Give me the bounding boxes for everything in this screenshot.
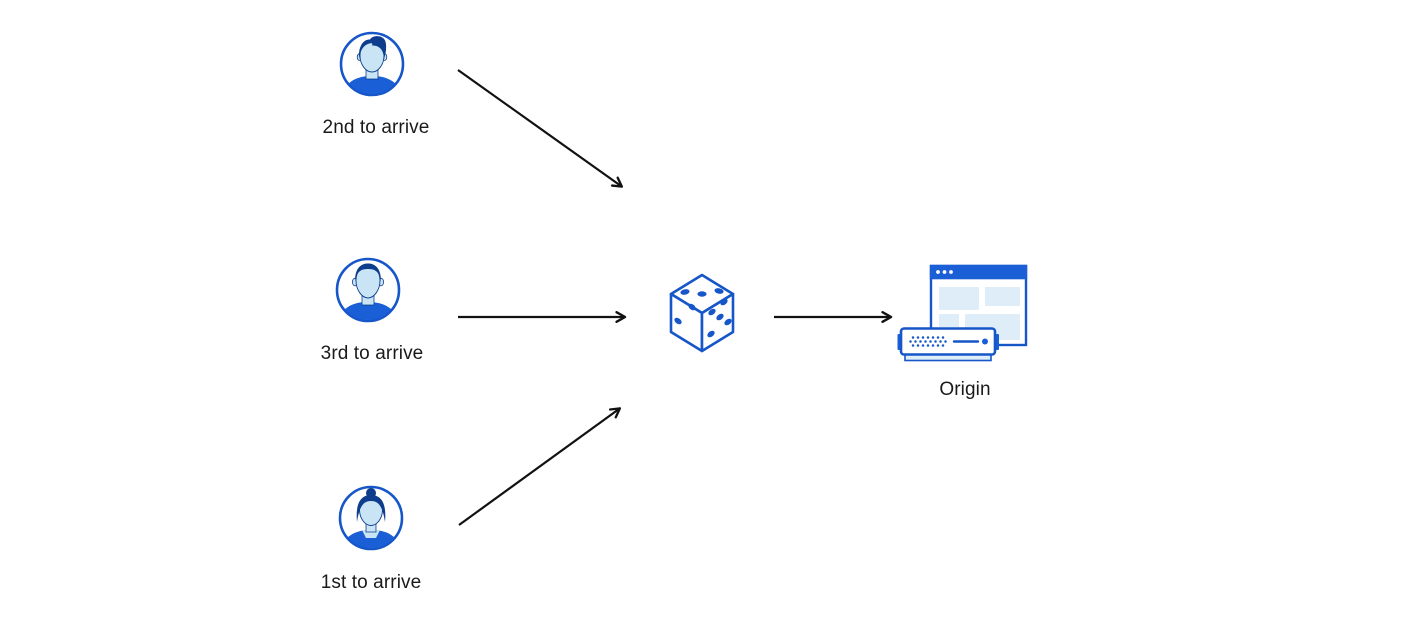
client-label-2nd: 2nd to arrive (322, 117, 430, 138)
avatar (335, 257, 401, 323)
avatar (338, 485, 404, 551)
arrow-client1-to-dice (458, 407, 622, 526)
origin-label: Origin (939, 379, 991, 400)
avatar (339, 31, 405, 97)
man-swooped-hair-avatar-icon (339, 31, 405, 97)
origin-icon-box (897, 264, 1029, 369)
arrow-client2-to-dice (457, 69, 624, 188)
man-short-hair-avatar-icon (335, 257, 401, 323)
dice-icon (669, 273, 735, 353)
dice-node (668, 273, 736, 358)
woman-bun-hair-avatar-icon (338, 485, 404, 551)
client-label-3rd: 3rd to arrive (320, 343, 424, 364)
client-label-1st: 1st to arrive (320, 572, 422, 593)
browser-window-with-server-icon (897, 264, 1028, 362)
